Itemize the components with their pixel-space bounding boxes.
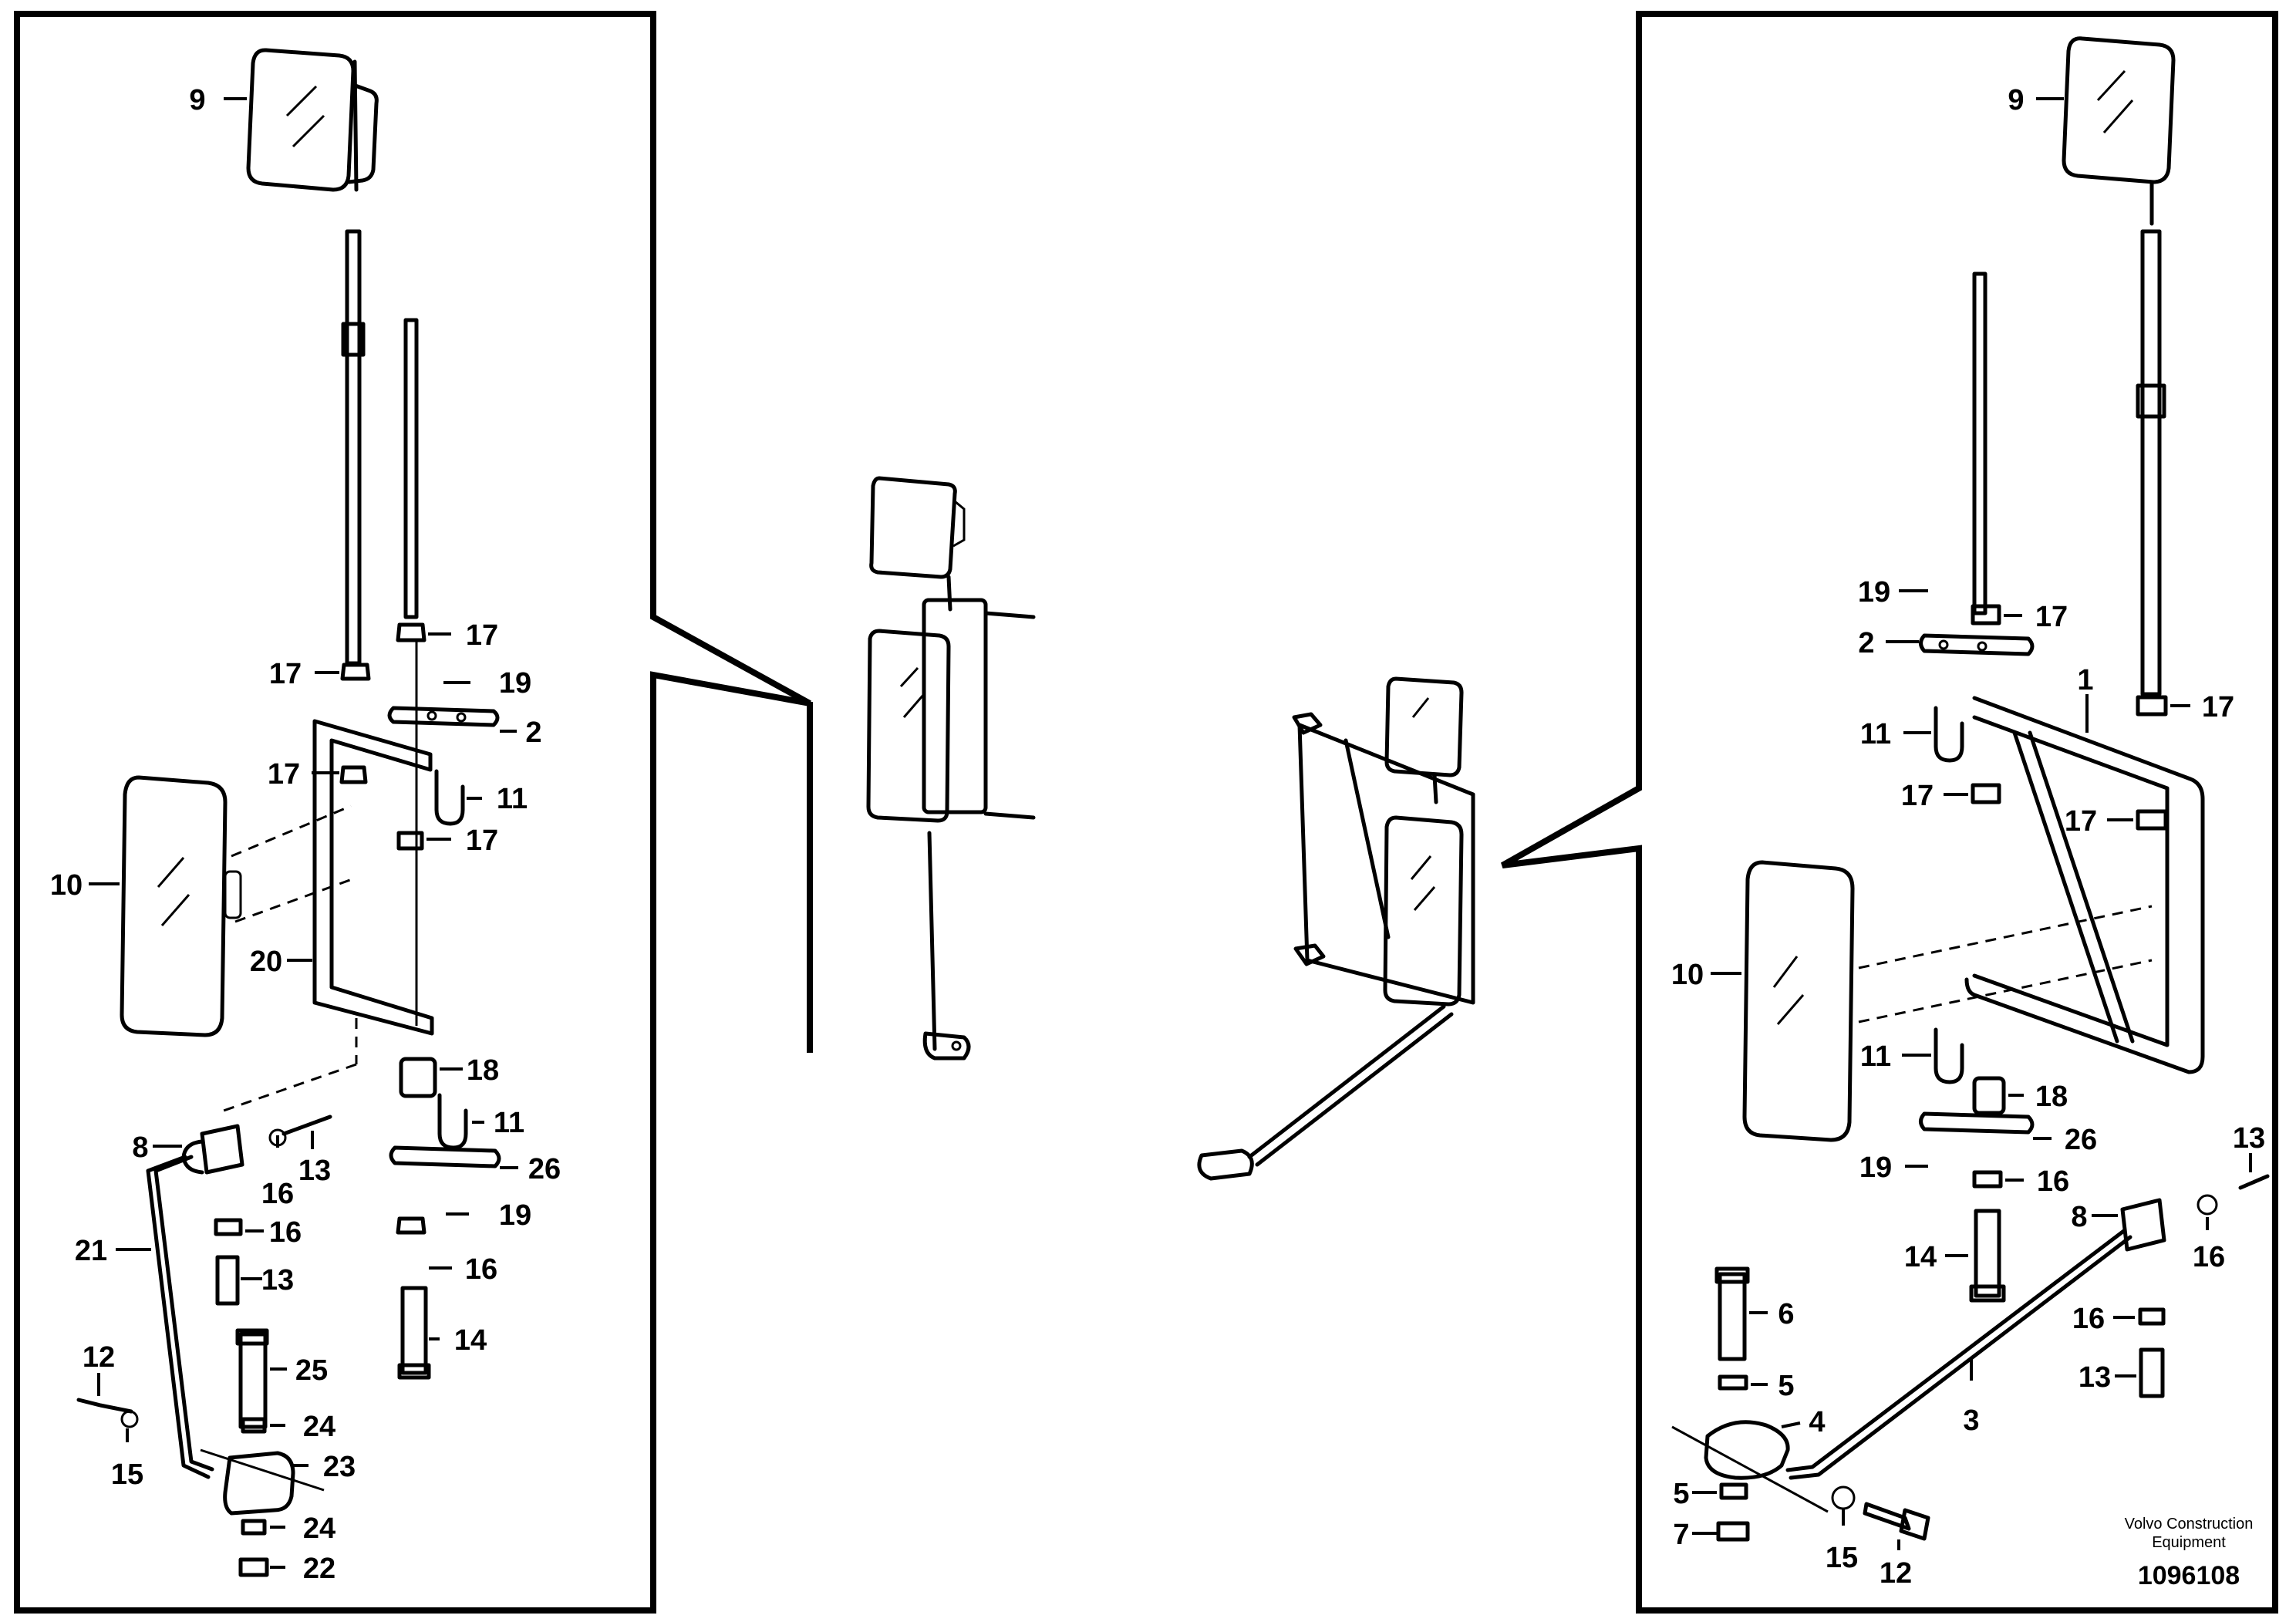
label-5: 5 (1673, 1478, 1689, 1510)
label-24: 24 (303, 1512, 335, 1545)
label-8: 8 (132, 1131, 148, 1164)
label-11: 11 (494, 1107, 524, 1139)
center-assembly-right-view (1197, 676, 1475, 1181)
footer: Volvo Construction Equipment 1096108 (2125, 1516, 2254, 1590)
label-19: 19 (499, 1199, 531, 1232)
label-17: 17 (2035, 601, 2068, 633)
brand-line-2: Equipment (2152, 1534, 2226, 1551)
label-11: 11 (497, 783, 528, 815)
label-12: 12 (83, 1341, 115, 1374)
label-20: 20 (250, 946, 282, 978)
label-23: 23 (323, 1451, 356, 1483)
label-19: 19 (1858, 576, 1890, 609)
right-labels: 9 19 17 2 1 17 11 17 17 10 11 18 26 19 1… (1671, 84, 2265, 1590)
document-number: 1096108 (2138, 1561, 2240, 1590)
label-15: 15 (111, 1458, 143, 1491)
brand-line-1: Volvo Construction (2125, 1516, 2254, 1533)
label-9: 9 (2008, 84, 2024, 116)
label-17: 17 (466, 619, 498, 652)
label-2: 2 (1858, 627, 1874, 659)
label-10: 10 (1671, 959, 1704, 991)
label-10: 10 (50, 869, 83, 902)
center-assembly-left-view (866, 476, 1036, 1061)
label-22: 22 (303, 1553, 335, 1585)
label-16: 16 (269, 1216, 302, 1249)
label-11: 11 (1860, 1040, 1891, 1073)
label-26: 26 (2065, 1124, 2097, 1156)
label-13: 13 (298, 1155, 331, 1187)
right-callout-box (1501, 11, 2278, 1614)
label-17: 17 (268, 758, 300, 791)
label-14: 14 (1904, 1241, 1937, 1273)
label-19: 19 (499, 667, 531, 700)
label-18: 18 (2035, 1081, 2068, 1113)
label-26: 26 (528, 1153, 561, 1185)
label-16: 16 (261, 1178, 294, 1210)
label-2: 2 (525, 717, 541, 749)
label-16: 16 (465, 1253, 497, 1286)
label-3: 3 (1963, 1404, 1979, 1437)
label-12: 12 (1880, 1557, 1912, 1590)
label-25: 25 (295, 1354, 328, 1387)
left-labels: 9 17 17 19 2 17 11 17 10 20 18 11 26 19 … (50, 84, 561, 1585)
right-panel-parts (1671, 36, 2270, 1542)
label-17: 17 (2202, 691, 2234, 723)
left-panel-parts (76, 48, 501, 1577)
label-15: 15 (1826, 1542, 1858, 1574)
label-19: 19 (1859, 1152, 1892, 1184)
label-17: 17 (466, 824, 498, 857)
label-8: 8 (2071, 1201, 2087, 1233)
label-7: 7 (1673, 1519, 1689, 1551)
label-17: 17 (269, 658, 302, 690)
label-18: 18 (467, 1054, 499, 1087)
label-21: 21 (75, 1235, 107, 1267)
label-1: 1 (2077, 664, 2093, 696)
label-16: 16 (2072, 1303, 2105, 1335)
label-13: 13 (2079, 1361, 2111, 1394)
label-13: 13 (2233, 1122, 2265, 1155)
label-6: 6 (1778, 1298, 1794, 1330)
label-17: 17 (2065, 805, 2097, 838)
label-14: 14 (454, 1324, 487, 1357)
label-24: 24 (303, 1411, 335, 1443)
label-4: 4 (1809, 1406, 1825, 1438)
label-13: 13 (261, 1264, 294, 1297)
label-16: 16 (2037, 1165, 2069, 1198)
label-11: 11 (1860, 718, 1891, 750)
left-callout-box (14, 11, 811, 1614)
label-9: 9 (189, 84, 205, 116)
label-17: 17 (1901, 780, 1934, 812)
label-16: 16 (2193, 1241, 2225, 1273)
label-5: 5 (1778, 1370, 1794, 1402)
